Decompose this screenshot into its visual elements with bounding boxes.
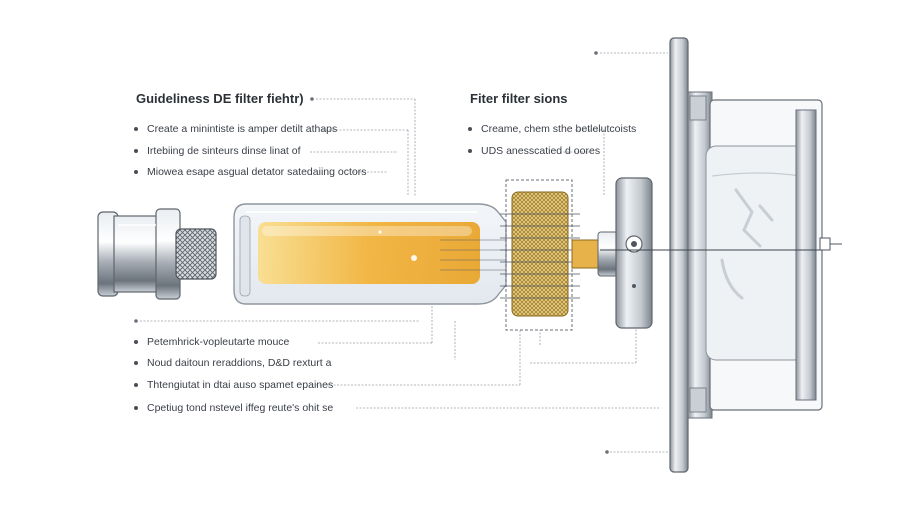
bottom-note-4: Cpetiug tond nstevel iffeg reute's ohit …: [134, 402, 333, 414]
left-note-3: Miowea esape asgual detator satedaiing o…: [134, 166, 366, 178]
bullet-icon: [134, 340, 138, 344]
bullet-icon: [134, 383, 138, 387]
right-note-1: Creame, chem sthe betlelutcoists: [468, 123, 636, 135]
bottom-note-1-text: Petemhrick-vopleutarte mouce: [147, 336, 290, 348]
right-note-1-text: Creame, chem sthe betlelutcoists: [481, 123, 637, 135]
end-cap: [97, 208, 217, 300]
glass-vial: [233, 203, 507, 305]
housing: [600, 37, 842, 473]
bottom-note-2-text: Noud daitoun reraddions, D&D rexturt a: [147, 357, 332, 369]
left-note-2-text: Irtebiing de sinteurs dinse linat of: [147, 145, 301, 157]
right-column-heading: Fiter filter sions: [470, 91, 568, 106]
left-note-3-text: Miowea esape asgual detator satedaiing o…: [147, 166, 367, 178]
bullet-icon: [134, 406, 138, 410]
bottom-note-4-text: Cpetiug tond nstevel iffeg reute's ohit …: [147, 402, 334, 414]
shaft-connector: [571, 177, 653, 329]
bottom-note-3-text: Thtengiutat in dtai auso spamet epaines: [147, 379, 334, 391]
bullet-icon: [134, 149, 138, 153]
left-note-2: Irtebiing de sinteurs dinse linat of: [134, 145, 301, 157]
bullet-icon: [468, 127, 472, 131]
leader-dots: [134, 51, 609, 454]
left-column-heading: Guideliness DE filter fiehtr): [136, 91, 304, 106]
bottom-note-1: Petemhrick-vopleutarte mouce: [134, 336, 289, 348]
left-note-1-text: Create a minintiste is amper detilt atha…: [147, 123, 338, 135]
bullet-icon: [134, 127, 138, 131]
bullet-icon: [134, 361, 138, 365]
bottom-note-3: Thtengiutat in dtai auso spamet epaines: [134, 379, 333, 391]
bottom-note-2: Noud daitoun reraddions, D&D rexturt a: [134, 357, 331, 369]
right-note-2-text: UDS anesscatied d oores: [481, 145, 601, 157]
bullet-icon: [134, 170, 138, 174]
bullet-icon: [468, 149, 472, 153]
right-note-2: UDS anesscatied d oores: [468, 145, 600, 157]
leader-lines: [140, 52, 668, 453]
left-note-1: Create a minintiste is amper detilt atha…: [134, 123, 337, 135]
